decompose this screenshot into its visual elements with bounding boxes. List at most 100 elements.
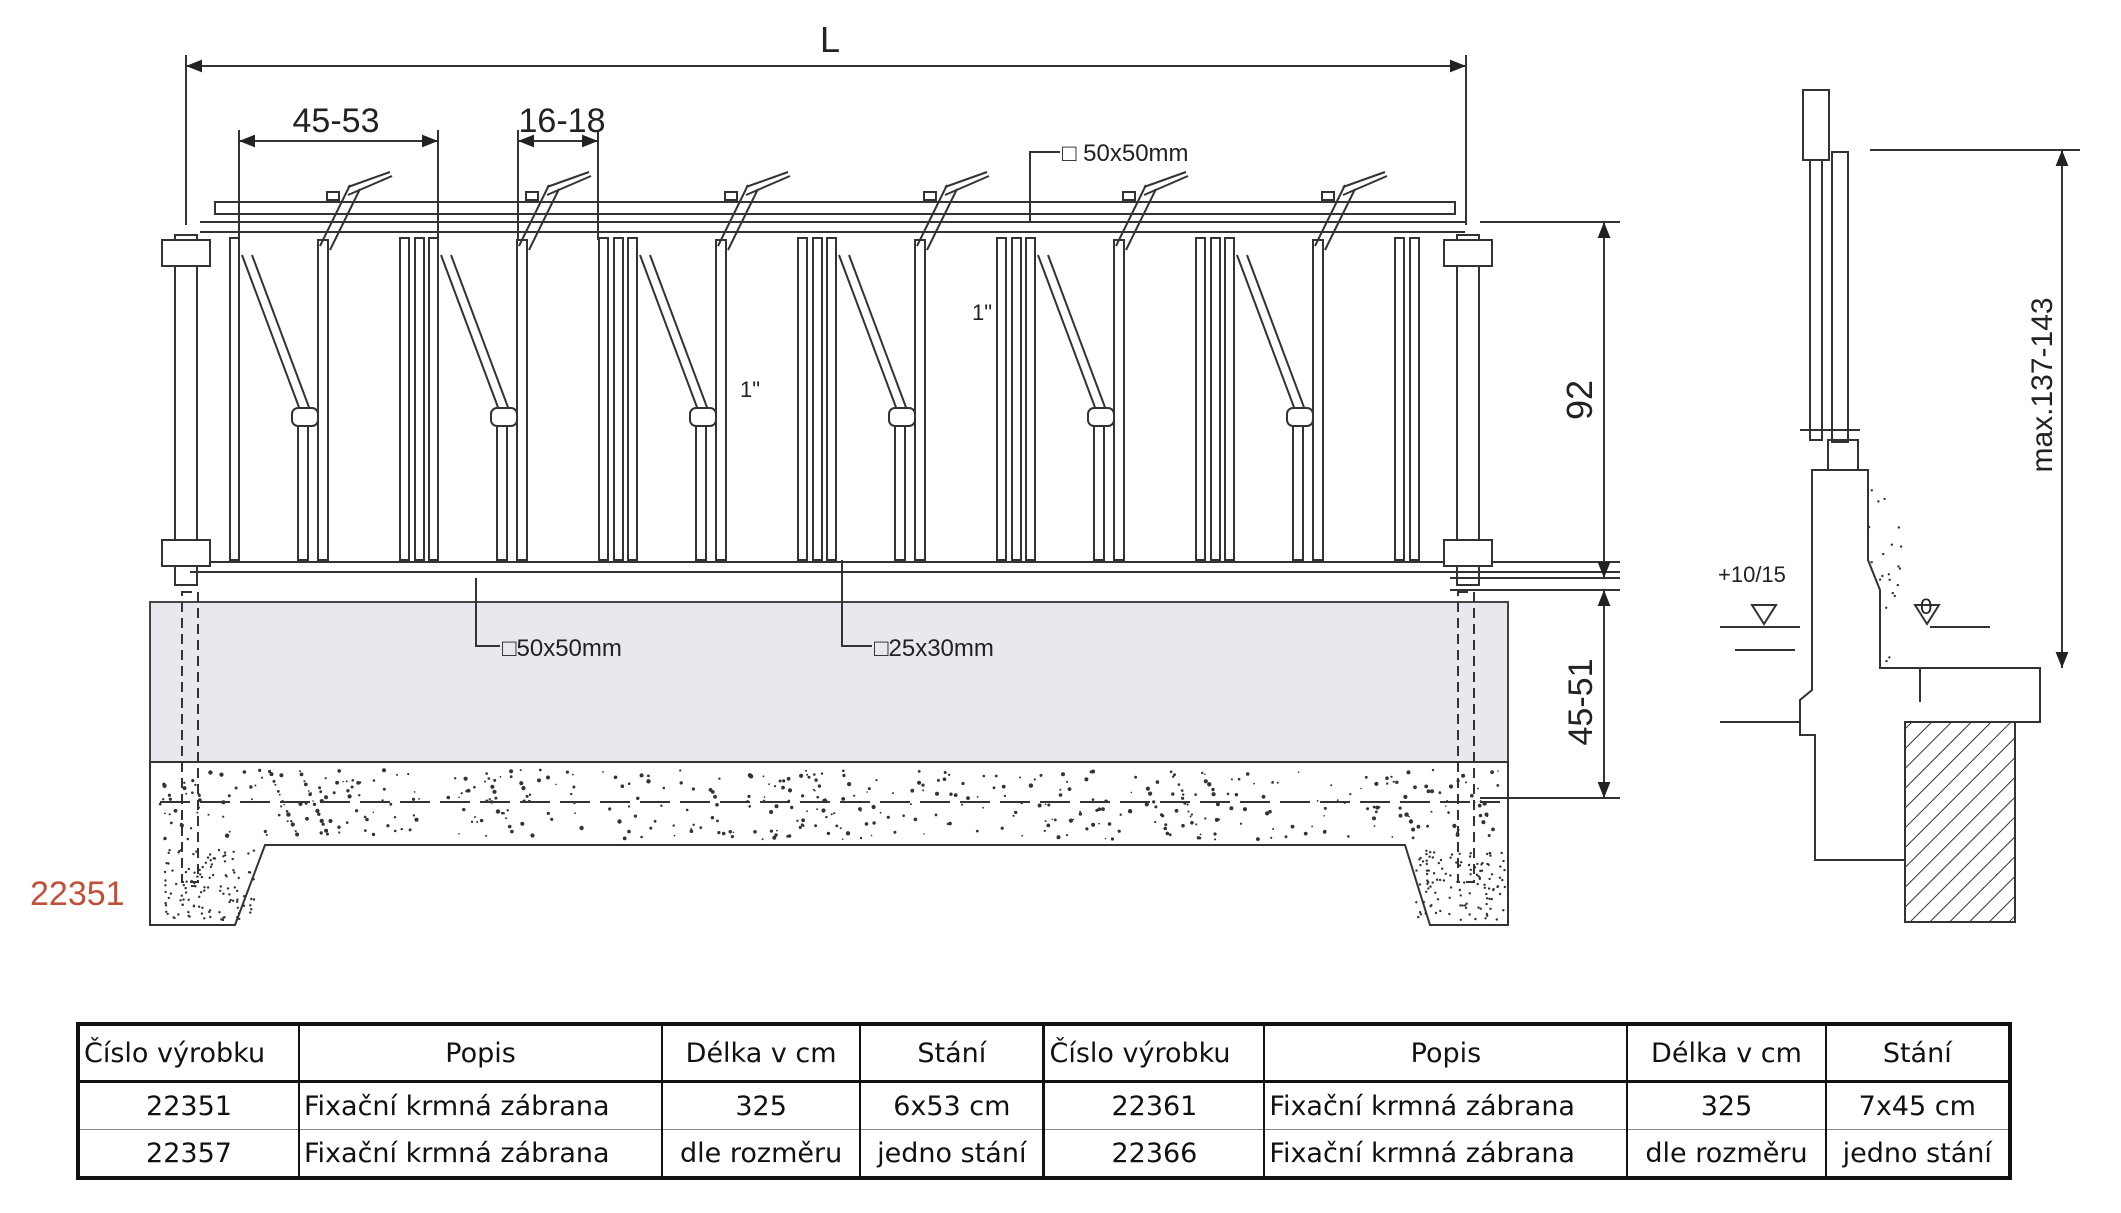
top-profile-label: □ 50x50mm xyxy=(1062,140,1189,167)
lever-bar xyxy=(894,419,906,561)
col-header: Popis xyxy=(1264,1024,1629,1083)
lever-clamp xyxy=(1286,407,1314,427)
stall-post xyxy=(1210,237,1221,561)
lever-clamp xyxy=(490,407,518,427)
stall-post xyxy=(1011,237,1022,561)
dimension-labels: L 45-53 16-18 □ 50x50mm 1" 1" □50x50mm □… xyxy=(293,19,2059,745)
lock-clip xyxy=(1321,191,1335,201)
table-cell: 7x45 cm xyxy=(1825,1081,2010,1130)
stall-post xyxy=(812,237,823,561)
stall-post xyxy=(627,237,638,561)
stall-post xyxy=(1409,237,1420,561)
bottom-profile-label: □50x50mm xyxy=(502,635,622,662)
lever-clamp xyxy=(1087,407,1115,427)
table-cell: Fixační krmná zábrana xyxy=(1264,1129,1629,1178)
lock-arm xyxy=(1314,184,1346,247)
lock-clip xyxy=(326,191,340,201)
col-header: Číslo výrobku xyxy=(78,1024,300,1083)
stall-post xyxy=(797,237,808,561)
lock-clip xyxy=(525,191,539,201)
neck-bar xyxy=(1312,239,1324,561)
stall-post xyxy=(414,237,425,561)
lock-clip xyxy=(724,191,738,201)
lever-clamp xyxy=(689,407,717,427)
table-cell: jedno stání xyxy=(860,1129,1046,1178)
bar-profile-label: □25x30mm xyxy=(874,635,994,662)
table-row: 22357 Fixační krmná zábrana dle rozměru … xyxy=(78,1129,2010,1178)
lock-clip xyxy=(1122,191,1136,201)
lock-clip xyxy=(923,191,937,201)
stall-post xyxy=(428,237,439,561)
technical-drawing: L 45-53 16-18 □ 50x50mm 1" 1" □50x50mm □… xyxy=(149,19,2080,926)
col-header: Popis xyxy=(298,1024,664,1083)
step-label: +10/15 xyxy=(1718,562,1786,587)
col-header: Číslo výrobku xyxy=(1043,1024,1266,1083)
table-cell: dle rozměru xyxy=(662,1129,862,1178)
height-label: 92 xyxy=(1559,380,1600,420)
lock-arm xyxy=(1115,184,1147,247)
stall-post xyxy=(1025,237,1036,561)
pipe-label-left: 1" xyxy=(740,377,760,402)
diagonal-bar xyxy=(1037,254,1097,411)
col-header: Stání xyxy=(860,1024,1046,1083)
gap-label: 16-18 xyxy=(519,102,606,140)
front-view xyxy=(149,55,1620,926)
table-cell: 325 xyxy=(1627,1081,1827,1130)
neck-bar xyxy=(516,239,528,561)
lever-bar xyxy=(1093,419,1105,561)
zero-label: 0 xyxy=(1920,594,1932,619)
stall-post xyxy=(826,237,837,561)
table-cell: 325 xyxy=(662,1081,862,1130)
stall-post xyxy=(1195,237,1206,561)
lock-arm xyxy=(319,184,351,247)
col-header: Délka v cm xyxy=(662,1024,862,1083)
neck-bar xyxy=(914,239,926,561)
lock-arm xyxy=(518,184,550,247)
lock-arm xyxy=(916,184,948,247)
stall-post xyxy=(598,237,609,561)
diagonal-bar xyxy=(838,254,898,411)
lever-clamp xyxy=(888,407,916,427)
product-code-label: 22351 xyxy=(30,875,125,913)
table-cell: 22357 xyxy=(78,1129,300,1178)
diagonal-bar xyxy=(241,254,301,411)
max-height-label: max.137-143 xyxy=(2026,297,2059,472)
stall-post xyxy=(399,237,410,561)
lock-arm xyxy=(717,184,749,247)
table-cell: 6x53 cm xyxy=(860,1081,1046,1130)
product-table: Číslo výrobku Popis Délka v cm Stání Čís… xyxy=(76,1022,2012,1180)
lever-bar xyxy=(496,419,508,561)
total-length-label: L xyxy=(820,19,840,60)
table-cell: 22366 xyxy=(1043,1129,1266,1178)
table-row: 22351 Fixační krmná zábrana 325 6x53 cm … xyxy=(78,1081,2010,1130)
lever-clamp xyxy=(291,407,319,427)
stall-post xyxy=(1394,237,1405,561)
base-height-label: 45-51 xyxy=(1562,659,1600,746)
table-cell: jedno stání xyxy=(1842,1137,1992,1169)
table-header-row: Číslo výrobku Popis Délka v cm Stání Čís… xyxy=(78,1024,2010,1083)
diagonal-bar xyxy=(1236,254,1296,411)
table-cell: Fixační krmná zábrana xyxy=(298,1081,664,1130)
stall-post xyxy=(613,237,624,561)
lever-bar xyxy=(1292,419,1304,561)
stall-post xyxy=(229,237,240,561)
pipe-label-right: 1" xyxy=(972,300,992,325)
table-cell: Fixační krmná zábrana xyxy=(1264,1081,1629,1130)
stall-width-label: 45-53 xyxy=(293,102,380,140)
side-view xyxy=(1720,89,2080,923)
diagonal-bar xyxy=(639,254,699,411)
stall-modules xyxy=(229,171,1420,561)
neck-bar xyxy=(317,239,329,561)
table-cell: 22361 xyxy=(1043,1081,1266,1130)
table-cell: 22351 xyxy=(78,1081,300,1130)
lever-bar xyxy=(297,419,309,561)
diagonal-bar xyxy=(440,254,500,411)
neck-bar xyxy=(715,239,727,561)
table-cell: dle rozměru xyxy=(1627,1129,1827,1178)
neck-bar xyxy=(1113,239,1125,561)
lever-bar xyxy=(695,419,707,561)
col-header: Stání xyxy=(1825,1024,2010,1083)
stall-post xyxy=(996,237,1007,561)
table-cell: Fixační krmná zábrana xyxy=(298,1129,664,1178)
col-header: Délka v cm xyxy=(1627,1024,1827,1083)
